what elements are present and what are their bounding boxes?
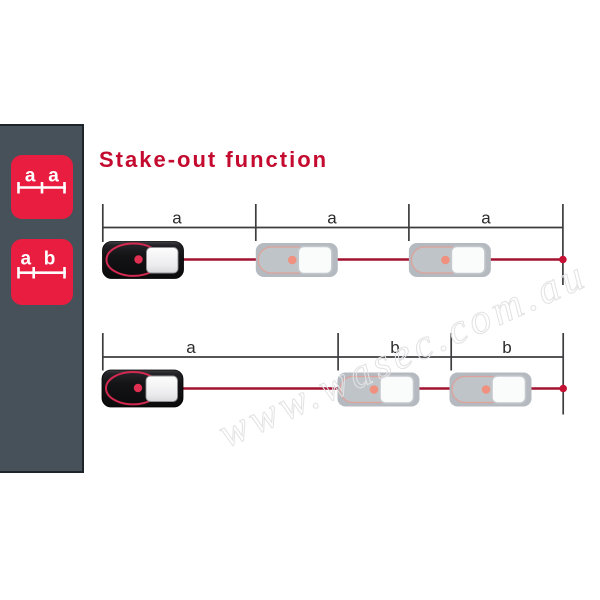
- svg-text:a: a: [25, 166, 36, 187]
- svg-text:a: a: [327, 209, 337, 228]
- svg-text:a: a: [186, 338, 196, 357]
- svg-text:a: a: [48, 166, 59, 187]
- svg-text:a: a: [481, 209, 491, 228]
- svg-text:b: b: [502, 338, 511, 357]
- svg-text:a: a: [172, 209, 182, 228]
- svg-text:a: a: [21, 249, 32, 270]
- svg-text:b: b: [44, 249, 56, 270]
- svg-text:b: b: [390, 338, 399, 357]
